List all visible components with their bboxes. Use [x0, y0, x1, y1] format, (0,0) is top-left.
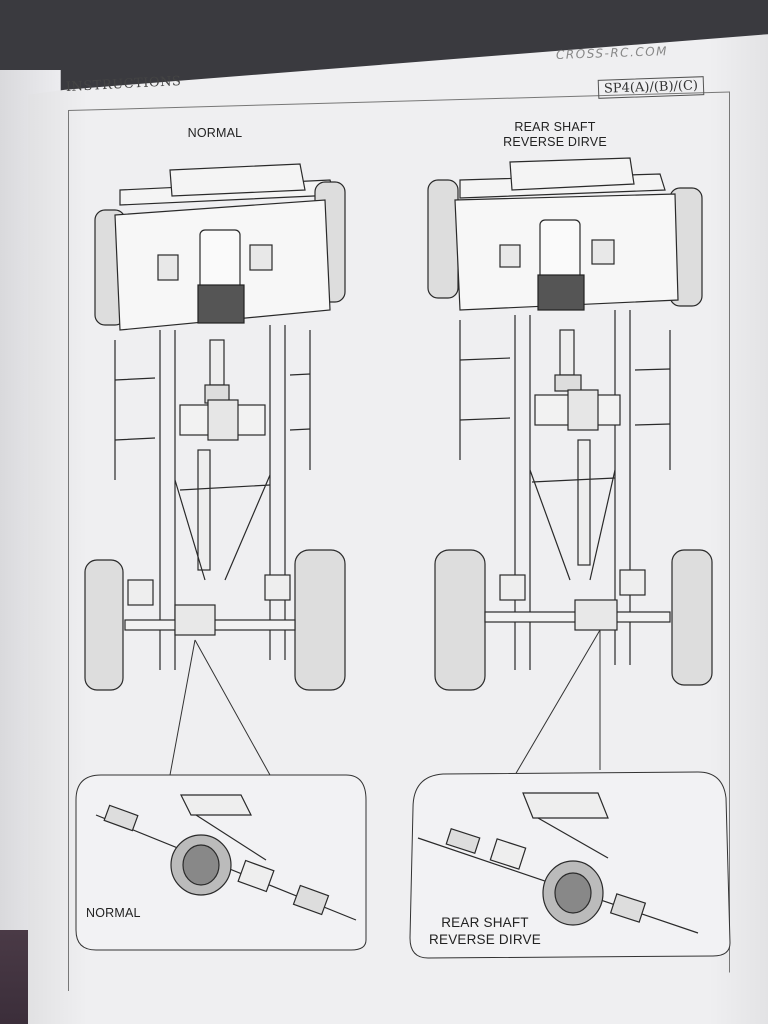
detail-label-normal-text: NORMAL	[86, 906, 141, 920]
detail-label-normal: NORMAL	[86, 906, 156, 921]
detail-label-reverse-line1: REAR SHAFT	[441, 915, 529, 930]
axle-detail-reverse	[409, 771, 731, 959]
diagram-label-reverse-line2: REVERSE DIRVE	[503, 135, 607, 149]
chassis-diagram-reverse	[427, 157, 713, 691]
detail-label-reverse-line2: REVERSE DIRVE	[429, 932, 541, 947]
diagram-label-reverse-line1: REAR SHAFT	[514, 120, 596, 134]
diagram-label-reverse: REAR SHAFT REVERSE DIRVE	[490, 120, 620, 150]
diagram-label-normal-text: NORMAL	[187, 126, 243, 140]
detail-label-reverse: REAR SHAFT REVERSE DIRVE	[420, 914, 550, 948]
chassis-diagram-normal	[84, 163, 346, 691]
diagram-label-normal: NORMAL	[170, 126, 260, 141]
axle-detail-normal	[75, 774, 367, 951]
